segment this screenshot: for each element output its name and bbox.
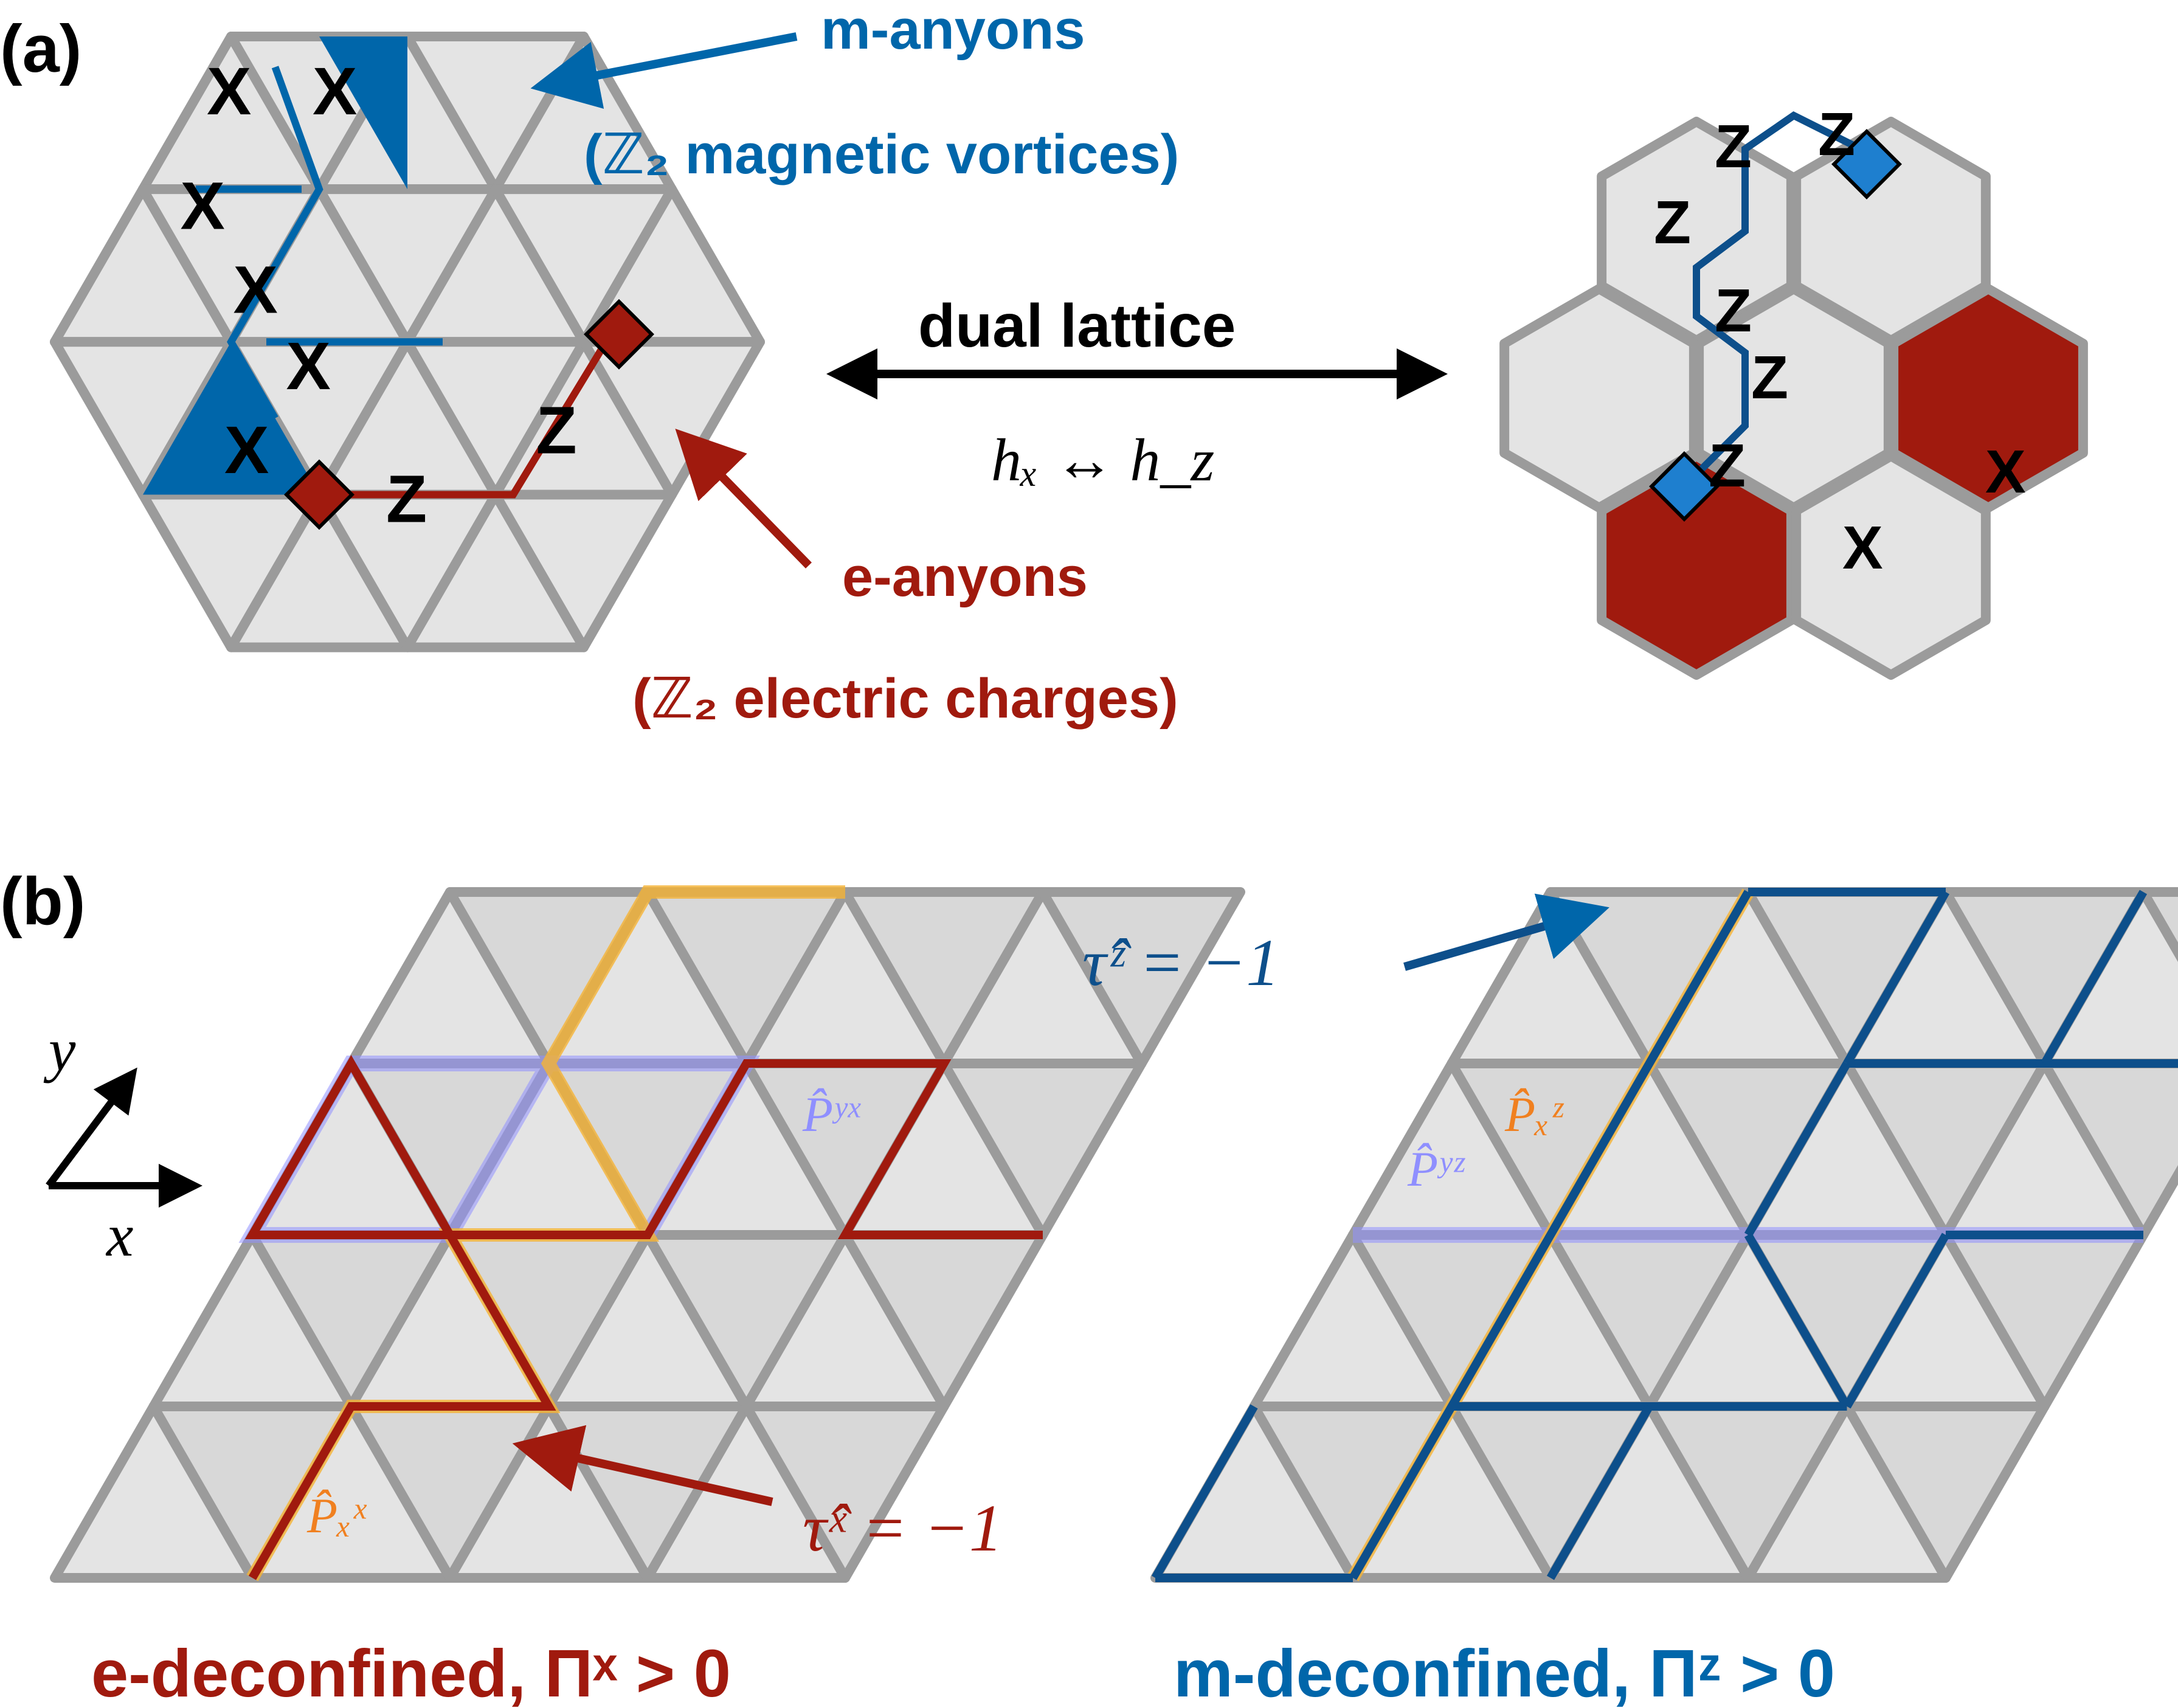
z-string [1693, 111, 1862, 477]
P-x-x-label: P̂ₓˣ [306, 1488, 367, 1543]
m-anyons-sublabel: (ℤ₂ magnetic vortices) [584, 123, 1179, 185]
e-anyon-marker [284, 459, 354, 530]
lattice-cell [1038, 887, 1245, 1068]
tau-x-string [244, 1054, 1043, 1580]
rhombus-lattice-left [50, 885, 1245, 1583]
x-operator-label: X [286, 329, 331, 404]
tau-z-edge [1744, 1233, 1851, 1409]
axis-y-label: y [43, 1016, 76, 1084]
tau-x-arrow [512, 1425, 773, 1506]
axes-indicator: y x [43, 1016, 202, 1269]
x-operator-label: X [233, 252, 278, 327]
x-operator-label: X [1985, 438, 2026, 506]
e-anyons-arrow [675, 428, 812, 569]
hex-cell [1791, 451, 1991, 680]
tau-z-edge [1151, 1404, 1258, 1580]
z-operator-label: Z [1715, 277, 1752, 345]
z-operator-label: Z [1715, 112, 1752, 181]
tau-z-edge [2041, 890, 2148, 1066]
m-anyon-marker [1831, 129, 1902, 199]
P-x-z-label: P̂ₓᶻ [1504, 1087, 1564, 1142]
tau-z-edge [1349, 890, 1752, 1580]
z-operator-label: Z [1818, 100, 1855, 168]
tau-z-edge [1843, 1233, 1950, 1409]
tau-z-edge [1546, 1404, 1653, 1580]
P-y-z-label: P̂ʸᶻ [1407, 1141, 1465, 1197]
z-operator-label: Z [1709, 432, 1746, 500]
x-string [227, 66, 323, 420]
z-operator-label: Z [1751, 344, 1788, 412]
caption-left: e-deconfined, Πˣ > 0 [91, 1636, 731, 1708]
dual-relation: hₓ ↔ h_z [991, 426, 1214, 494]
m-anyon-plaquette [143, 342, 319, 495]
m-anyon-plaquette [319, 36, 407, 190]
x-operator-label: X [1842, 514, 1883, 582]
x-operator-label: X [207, 54, 251, 129]
y-axis-arrow [46, 1067, 137, 1188]
tau-z-edge [1744, 1061, 1851, 1237]
x-operator-label: X [313, 54, 357, 129]
panel-b-label: (b) [0, 864, 85, 939]
tau-z-arrow [1403, 893, 1609, 971]
x-operator-label: X [224, 413, 269, 488]
P-y-x-label: P̂ʸˣ [802, 1087, 861, 1142]
m-anyons-arrow [530, 32, 798, 109]
e-anyon-plaquette [1597, 451, 1796, 680]
z-operator-label: Z [1654, 188, 1691, 257]
z-operator-label: Z [536, 393, 577, 468]
e-anyons-label: e-anyons [842, 546, 1088, 608]
lattice-cell [2138, 887, 2178, 962]
caption-right: m-deconfined, Πᶻ > 0 [1174, 1636, 1835, 1708]
e-anyons-sublabel: (ℤ₂ electric charges) [632, 668, 1178, 730]
z-string [319, 347, 605, 499]
e-anyon-marker [584, 299, 654, 370]
tau-x-label: τ̂ˣ = −1 [803, 1491, 1003, 1565]
lattice-cell [491, 489, 677, 652]
z-operator-label: Z [386, 462, 427, 536]
m-anyons-label: m-anyons [821, 0, 1085, 61]
dual-lattice-label: dual lattice [918, 292, 1236, 360]
tau-z-edge [1843, 890, 1950, 1066]
tau-z-label: τ̂ᶻ = −1 [1082, 925, 1279, 1000]
panel-a-label: (a) [0, 12, 81, 86]
m-anyon-marker [1649, 451, 1720, 522]
x-operator-label: X [181, 168, 225, 243]
axis-x-label: x [105, 1201, 133, 1269]
lattice-cell [579, 337, 765, 500]
rhombus-lattice-right [1150, 887, 2178, 1583]
